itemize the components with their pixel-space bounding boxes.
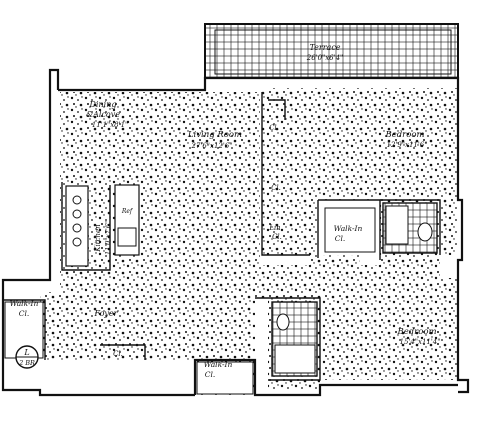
terrace (204, 23, 459, 79)
terrace-label: Terrace (309, 43, 340, 52)
walkin-bottom-label-1: Walk-In (204, 360, 233, 369)
outer-walls (1, 68, 470, 397)
dining-label-1: Dining (89, 100, 117, 109)
foyer-label: Foyer (93, 309, 118, 318)
dining-dims: 11'1"x8'1" (92, 121, 129, 129)
kitchen-label: Kitchen (94, 224, 102, 253)
bathroom-bottom (271, 301, 318, 377)
closet-label-b: Cl. (271, 184, 281, 192)
kitchen-dims: 11'0"x7'6" (104, 221, 112, 255)
walkin-left-label-2: Cl. (19, 309, 30, 318)
closet-label-c: Cl. (113, 350, 123, 358)
living-dims: 27'6"x12'6" (191, 142, 233, 150)
walkin-mid-label-2: Cl. (335, 234, 346, 243)
bedroom-bottom-dims: 15'4"x11'4" (400, 338, 441, 346)
walkin-bottom-label-2: Cl. (205, 370, 216, 379)
closets (4, 207, 376, 395)
unit-badge: L 2 BR (15, 345, 39, 369)
living-label: Living Room (187, 130, 242, 140)
unit-badge-type: 2 BR (18, 359, 35, 367)
bedroom-bottom-label: Bedroom (396, 327, 436, 337)
bedroom-top-label: Bedroom (384, 130, 424, 140)
linen-sub-label: Cl. (272, 233, 282, 241)
closet-label-a: Cl. (269, 124, 279, 132)
bedroom-top-dims: 12'9"x11'6" (387, 141, 428, 149)
kitchen-counters (65, 184, 140, 267)
dining-label-2: &Alcove (86, 110, 120, 119)
inner-walls (3, 92, 441, 381)
walkin-mid-label-1: Walk-In (334, 224, 363, 233)
walkin-left-label-1: Walk-In (10, 299, 39, 308)
terrace-dims: 26'0"x6'4" (306, 54, 344, 62)
linen-label: Lin (268, 224, 281, 232)
room-labels: Terrace 26'0"x6'4" Dining &Alcove 11'1"x… (10, 43, 441, 379)
ref-label: Ref (121, 208, 134, 215)
bathroom-top (382, 202, 438, 254)
unit-badge-letter: L (23, 348, 29, 357)
